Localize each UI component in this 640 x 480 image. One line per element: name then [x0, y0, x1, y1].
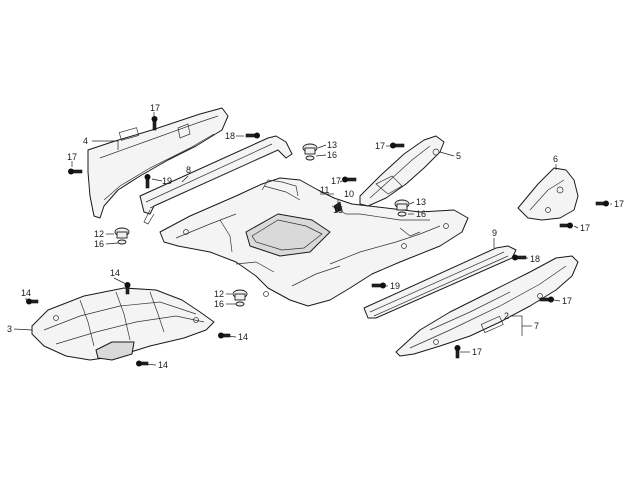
callout-17-a: 17 — [150, 103, 160, 113]
callout-18-a: 18 — [225, 131, 235, 141]
callout-18-b: 18 — [530, 254, 540, 264]
callout-17-f: 17 — [580, 223, 590, 233]
callout-13-a: 13 — [327, 140, 337, 150]
grommets — [114, 143, 410, 307]
part-8-left-rail — [139, 135, 293, 225]
callout-11: 11 — [320, 185, 329, 195]
bolt-19-b — [371, 282, 386, 289]
part-3-under-guard — [31, 287, 215, 361]
bolt-17-a — [151, 116, 158, 131]
part-4-left-side-panel — [87, 107, 229, 219]
callout-17-g: 17 — [562, 296, 572, 306]
callout-14-d: 14 — [158, 360, 168, 370]
bolt-18-b — [512, 254, 527, 261]
callout-17-d: 17 — [331, 176, 341, 186]
bolt-17-f — [559, 222, 573, 229]
callout-16-a: 16 — [327, 150, 337, 160]
callout-16-d: 16 — [214, 299, 224, 309]
bolt-14-d — [136, 360, 149, 367]
callout-8: 8 — [186, 165, 191, 175]
bolt-19-a — [144, 174, 151, 189]
callout-10: 10 — [344, 189, 354, 199]
leader-lines — [13, 112, 612, 366]
callout-14-b: 14 — [21, 288, 31, 298]
grommet-12-16-a — [114, 227, 130, 245]
bolt-17-d — [342, 176, 357, 183]
grommet-13-16-a — [302, 143, 318, 161]
callout-19-b: 19 — [390, 281, 400, 291]
bolt-17-e — [595, 200, 609, 207]
fasteners — [26, 116, 609, 367]
callout-5: 5 — [456, 151, 461, 161]
callout-17-e: 17 — [614, 199, 624, 209]
part-2-right-side-panel — [395, 255, 579, 357]
callout-12-b: 12 — [214, 289, 224, 299]
callout-2: 2 — [504, 311, 509, 321]
bolt-17-h — [454, 345, 461, 359]
callout-3: 3 — [7, 324, 12, 334]
bolt-17-g — [539, 296, 554, 303]
callout-16-c: 16 — [94, 239, 104, 249]
bolt-14-c — [218, 332, 231, 339]
part-9-right-rail — [363, 245, 517, 319]
callout-6: 6 — [553, 154, 558, 164]
callout-13-b: 13 — [416, 197, 426, 207]
grommet-12-16-b — [232, 289, 248, 307]
callout-17-h: 17 — [472, 347, 482, 357]
bolt-17-c — [390, 142, 405, 149]
callout-17-c: 17 — [375, 141, 385, 151]
callout-19-a: 19 — [162, 176, 172, 186]
bolt-14-a — [124, 282, 131, 295]
callout-4: 4 — [83, 136, 88, 146]
callout-16-b: 16 — [416, 209, 426, 219]
part-6-front-bracket — [517, 167, 579, 221]
callout-7: 7 — [534, 321, 539, 331]
callout-labels: 17 4 17 18 8 19 13 16 17 5 11 10 17 15 1… — [7, 103, 624, 370]
callout-14-a: 14 — [110, 268, 120, 278]
bolt-17-b — [68, 168, 83, 175]
callout-14-c: 14 — [238, 332, 248, 342]
bolt-14-b — [26, 298, 39, 305]
part-1-floor-panel — [159, 177, 469, 307]
callout-15: 15 — [333, 205, 343, 215]
callout-12-a: 12 — [94, 229, 104, 239]
bolt-18-a — [245, 132, 260, 139]
callout-17-b: 17 — [67, 152, 77, 162]
callout-9: 9 — [492, 228, 497, 238]
grommet-13-16-b — [394, 199, 410, 217]
